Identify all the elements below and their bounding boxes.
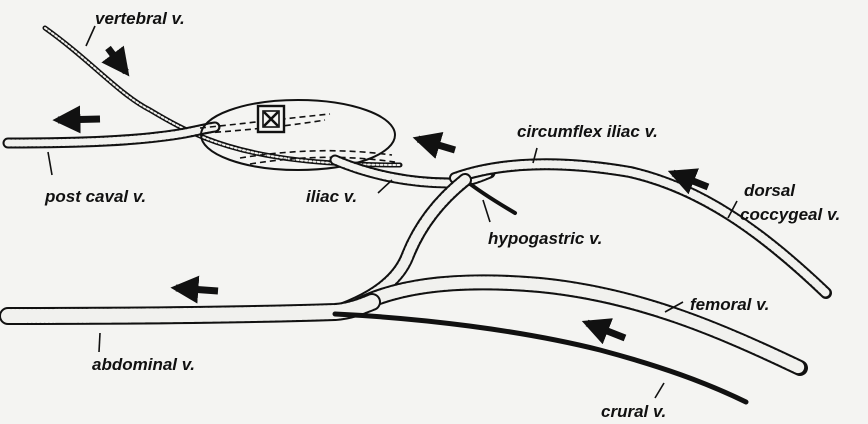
- arrow-icon: [587, 323, 625, 338]
- label-hypogastric-vein: hypogastric v.: [488, 229, 602, 248]
- label-abdominal-vein: abdominal v.: [92, 355, 195, 374]
- label-dorsal-coccygeal-vein-line2: coccygeal v.: [740, 205, 840, 224]
- label-post-caval-vein: post caval v.: [44, 187, 146, 206]
- label-femoral-vein: femoral v.: [690, 295, 769, 314]
- arrow-icon: [58, 119, 100, 120]
- abdominal-vein: [8, 302, 372, 316]
- arrow-icon: [176, 288, 218, 291]
- label-circumflex-iliac-vein: circumflex iliac v.: [517, 122, 658, 141]
- hypogastric-vein: [465, 180, 515, 213]
- label-dorsal-coccygeal-vein: dorsal: [744, 181, 796, 200]
- crural-vein: [335, 314, 746, 402]
- label-vertebral-vein: vertebral v.: [95, 9, 185, 28]
- arrow-icon: [108, 48, 126, 72]
- label-crural-vein: crural v.: [601, 402, 666, 421]
- leader-lines: [48, 26, 737, 398]
- label-iliac-vein: iliac v.: [306, 187, 357, 206]
- arrow-icon: [418, 139, 455, 150]
- kidney-marker-icon: [258, 106, 284, 132]
- post-caval-vein: [8, 127, 215, 143]
